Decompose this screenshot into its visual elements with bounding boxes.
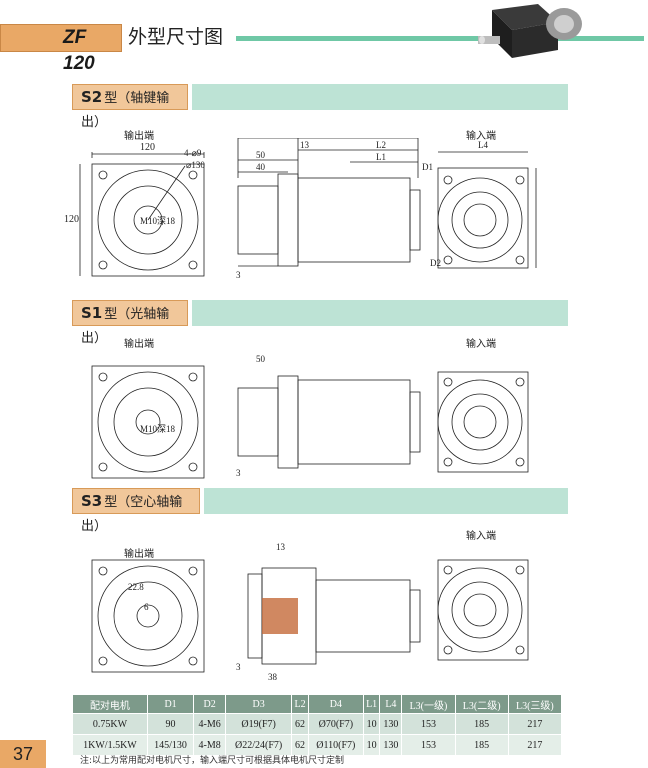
svg-text:3: 3: [236, 662, 241, 672]
input-end-label: 输入端: [466, 131, 496, 142]
section-bar-s3: [204, 488, 568, 514]
page-title: 外型尺寸图: [128, 26, 224, 48]
footnote: 注:以上为常用配对电机尺寸，输入端尺寸可根据具体电机尺寸定制: [80, 756, 345, 766]
svg-text:3: 3: [236, 270, 241, 280]
svg-text:22.8: 22.8: [128, 582, 144, 592]
input-end-label-s1: 输入端: [466, 339, 496, 350]
page-number: 37: [0, 740, 46, 768]
input-end-label-s3: 输入端: [466, 531, 496, 542]
header-rule: [236, 36, 644, 41]
s1-drawing: 54503 M10深18: [91, 354, 529, 479]
s2-drawing: 120 120 4-⌀9 ⌀130 M10深18 54 L3 13 L2 L1 …: [64, 138, 537, 280]
s2-height-120: 120: [64, 214, 79, 225]
svg-text:6: 6: [144, 602, 149, 612]
s2-width-120: 120: [140, 142, 155, 153]
svg-text:13: 13: [276, 542, 286, 552]
svg-text:50: 50: [256, 150, 266, 160]
output-end-label-s3: 输出端: [124, 549, 154, 560]
section-bar-s1: [192, 300, 568, 326]
svg-text:38: 38: [268, 672, 278, 682]
svg-text:50: 50: [256, 354, 266, 364]
svg-text:D2: D2: [430, 258, 441, 268]
svg-text:⌀130: ⌀130: [186, 160, 205, 170]
svg-text:M10深18: M10深18: [140, 216, 176, 226]
svg-text:L4: L4: [478, 140, 488, 150]
svg-text:3: 3: [236, 468, 241, 478]
svg-text:M10深18: M10深18: [140, 424, 176, 434]
svg-text:13: 13: [300, 140, 310, 150]
output-end-label: 输出端: [124, 131, 154, 142]
svg-text:L2: L2: [376, 140, 386, 150]
svg-text:4-⌀9: 4-⌀9: [184, 148, 202, 158]
svg-text:D1: D1: [422, 162, 433, 172]
svg-text:40: 40: [256, 162, 266, 172]
gearbox-photo: [478, 4, 582, 58]
output-end-label-s1: 输出端: [124, 339, 154, 350]
svg-text:L1: L1: [376, 152, 386, 162]
model-badge: ZF 120: [0, 24, 122, 74]
section-bar-s2: [192, 84, 568, 110]
s3-drawing: 413 22.86 338: [91, 542, 529, 682]
